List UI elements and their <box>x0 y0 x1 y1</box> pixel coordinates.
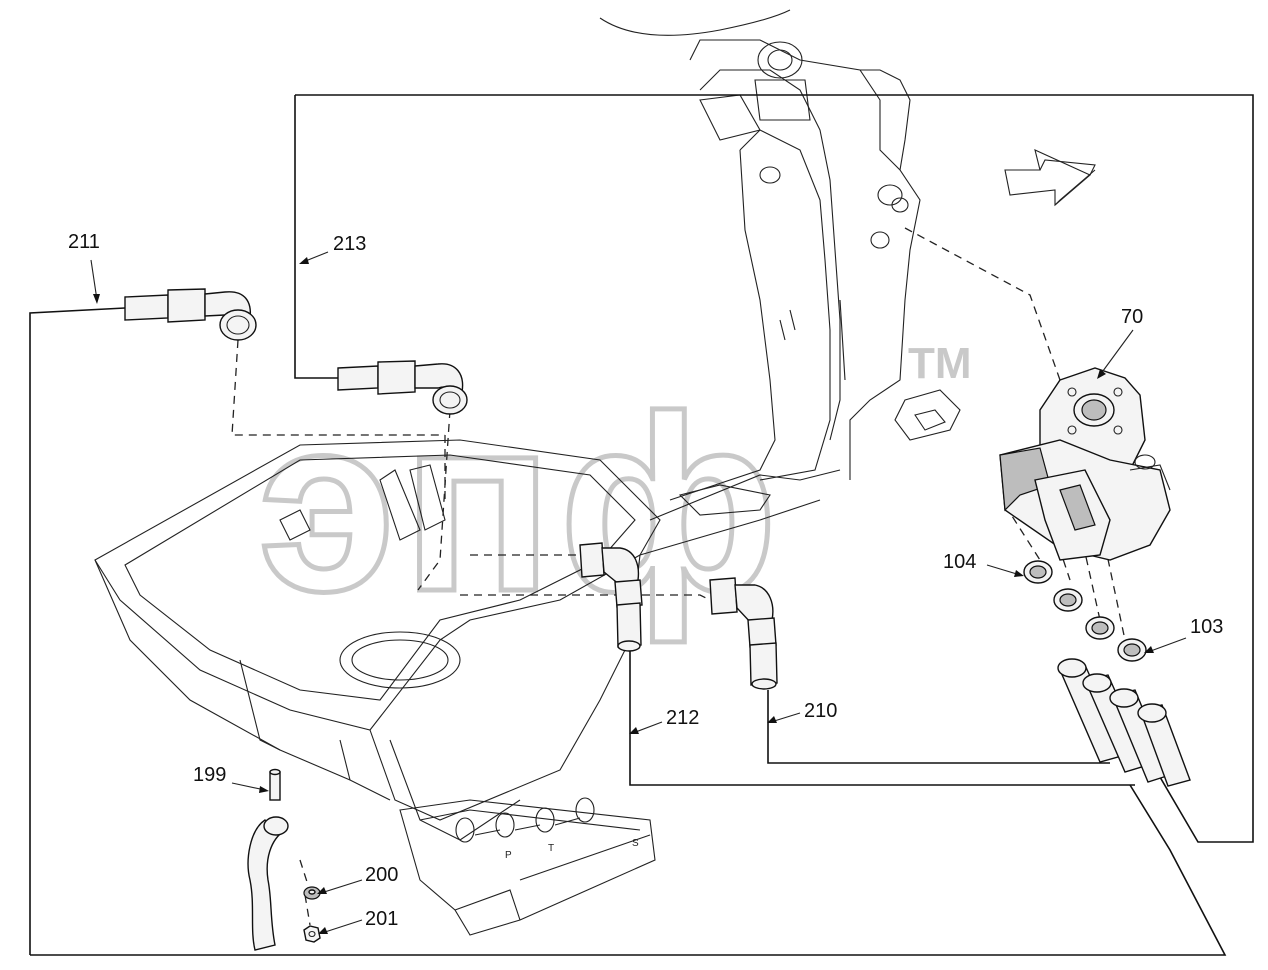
leader-lines <box>90 251 1187 934</box>
hose-211 <box>124 288 257 341</box>
watermark-text: эпф <box>258 364 784 643</box>
hose-routes <box>29 94 1254 956</box>
hose-212 <box>579 542 643 652</box>
lower-hose <box>247 816 289 951</box>
callout-199: 199 <box>193 764 226 786</box>
nut-201 <box>303 925 321 943</box>
valve-block: P T S <box>399 797 656 936</box>
tank-frame <box>94 439 841 841</box>
watermark-trademark: TM <box>908 339 972 388</box>
callout-210: 210 <box>804 700 837 722</box>
callout-201: 201 <box>365 908 398 930</box>
callout-212: 212 <box>666 707 699 729</box>
callout-213: 213 <box>333 233 366 255</box>
hose-end-bundle <box>1057 658 1191 787</box>
adapter-103 <box>1085 616 1147 662</box>
washer-200 <box>303 886 321 900</box>
fitting-199 <box>269 768 281 801</box>
callout-200: 200 <box>365 864 398 886</box>
adapter-104 <box>1023 560 1083 612</box>
steering-column-frame <box>599 9 961 501</box>
port-label-p: P <box>505 850 512 861</box>
hose-210 <box>709 577 778 690</box>
direction-arrow-icon <box>1004 149 1096 207</box>
watermark: эпф TM <box>256 339 972 646</box>
callouts: 211 213 70 104 103 199 200 201 212 210 <box>68 231 1223 930</box>
callout-211: 211 <box>68 231 100 253</box>
callout-103: 103 <box>1190 616 1223 638</box>
port-label-s: S <box>632 838 639 849</box>
callout-104: 104 <box>943 551 976 573</box>
steering-unit-70 <box>999 367 1171 561</box>
callout-70: 70 <box>1121 306 1143 328</box>
port-label-t: T <box>548 843 554 854</box>
dashed-connectors <box>231 227 1126 926</box>
hose-213 <box>337 360 468 415</box>
